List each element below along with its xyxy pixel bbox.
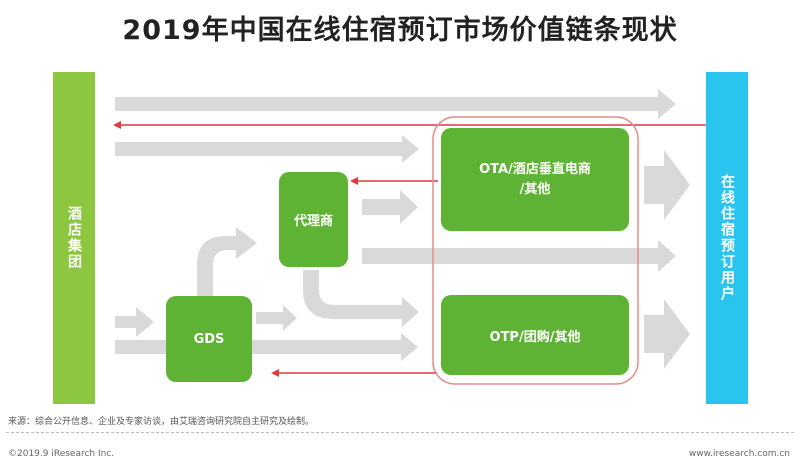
website: www.iresearch.com.cn xyxy=(688,449,790,459)
node-hotel-group: 酒店集团 xyxy=(53,72,95,404)
node-gds: GDS xyxy=(166,296,252,382)
flow-arrow-gds-to-agent xyxy=(197,227,257,296)
flow-arrow-gds-to-otp xyxy=(256,305,297,331)
node-online-users: 在线住宿预订用户 xyxy=(706,72,748,404)
node-ota-line-1: OTA/酒店垂直电商 xyxy=(479,161,591,177)
flow-arrow-ota-to-users xyxy=(644,150,690,220)
node-ota: OTA/酒店垂直电商 /其他 xyxy=(441,128,629,231)
copyright: ©2019.9 iResearch Inc. xyxy=(8,449,115,459)
flow-arrow-hotel-to-gds xyxy=(115,307,154,337)
flow-arrow-otp-to-users xyxy=(644,299,690,369)
flow-arrow-agent-to-ota xyxy=(362,190,418,224)
flow-arrow-hotel-to-users-top xyxy=(115,89,676,119)
flow-arrow-hotel-to-otp xyxy=(115,333,418,361)
source-note: 来源：综合公开信息、企业及专家访谈，由艾瑞咨询研究院自主研究及绘制。 xyxy=(8,417,315,427)
page-title: 2019年中国在线住宿预订市场价值链条现状 xyxy=(122,15,678,46)
platform-group-outline xyxy=(432,116,639,385)
footer-divider xyxy=(6,432,794,433)
node-otp: OTP/团购/其他 xyxy=(441,295,629,375)
flow-arrow-agent-to-users xyxy=(362,240,676,272)
node-ota-line-2: /其他 xyxy=(519,181,551,197)
flow-arrow-hotel-to-ota xyxy=(115,135,419,163)
flow-arrow-agent-to-otp xyxy=(303,270,419,327)
node-agent: 代理商 xyxy=(279,172,348,267)
